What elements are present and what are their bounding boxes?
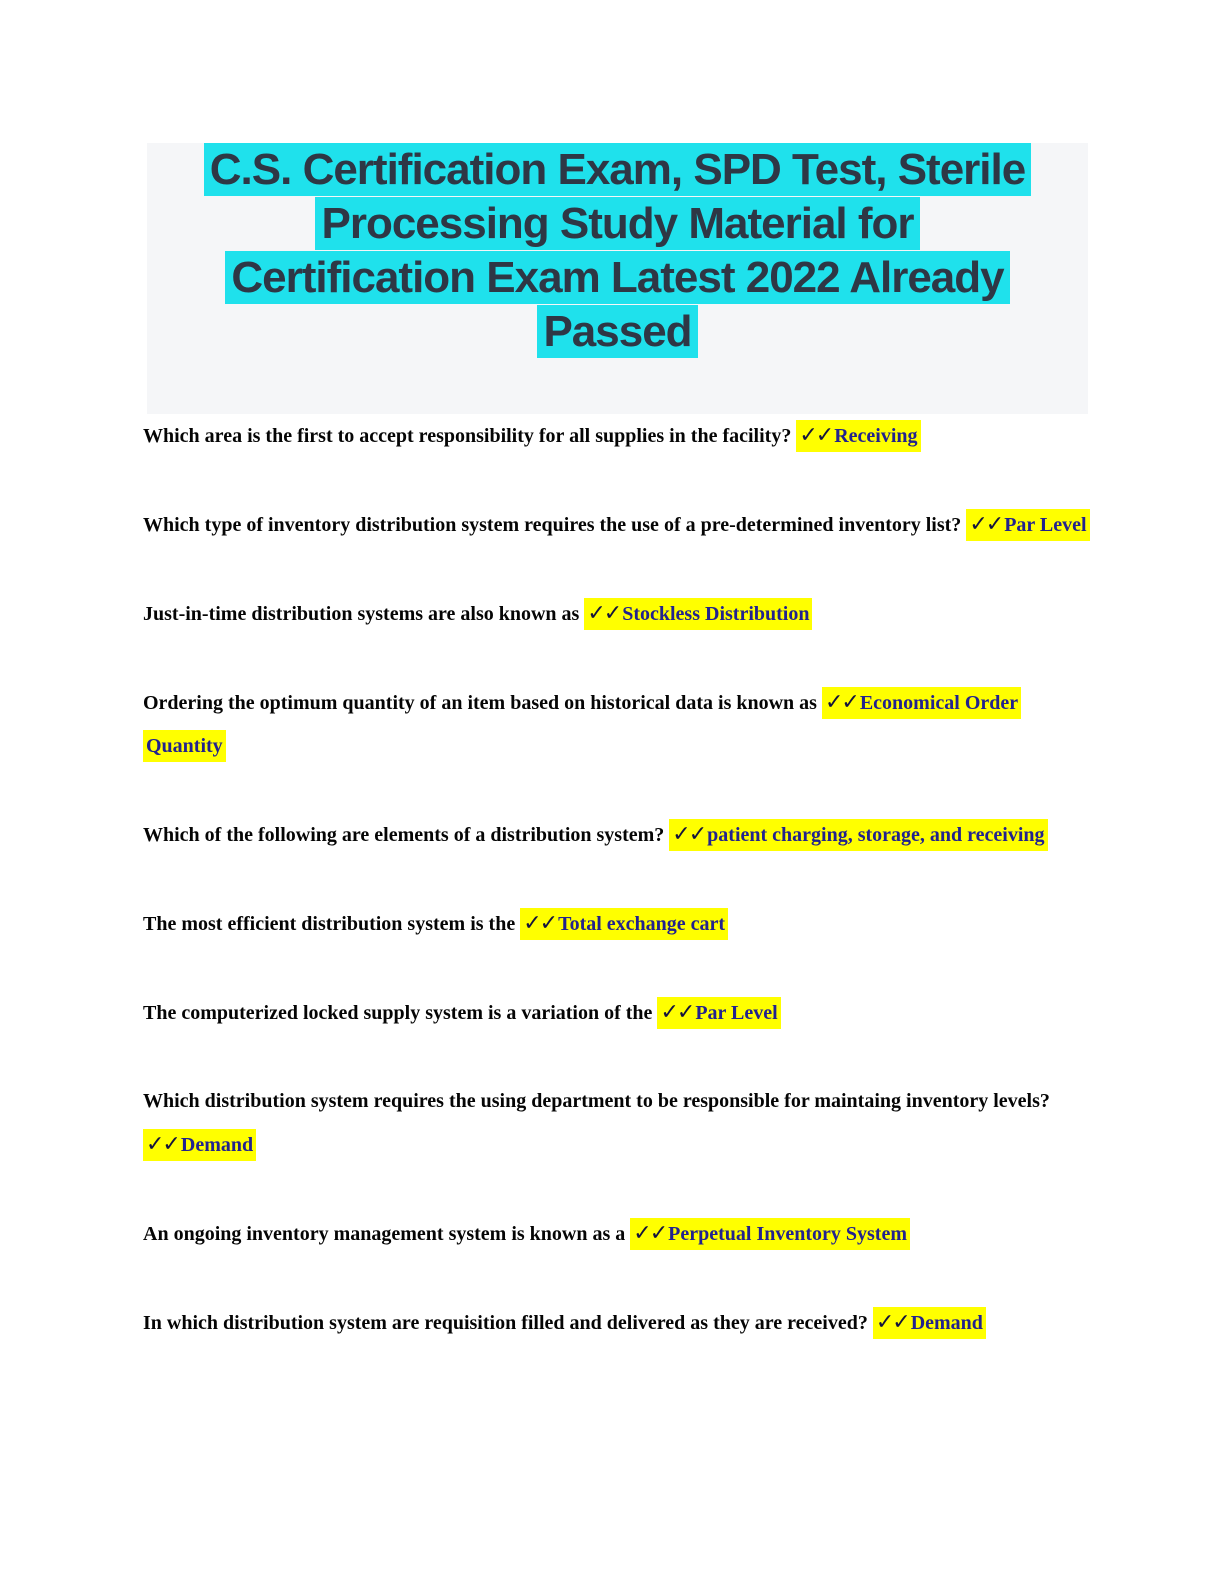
answer-highlight: ✓✓Demand xyxy=(143,1129,257,1161)
title-highlight: C.S. Certification Exam, SPD Test, Steri… xyxy=(203,143,1032,196)
question-text: Ordering the optimum quantity of an item… xyxy=(143,692,822,714)
question-text: The most efficient distribution system i… xyxy=(143,913,521,935)
answer-text: Total exchange cart xyxy=(558,913,726,935)
answer-text: Par Level xyxy=(695,1002,778,1024)
qa-item: Just-in-time distribution systems are al… xyxy=(143,592,1093,636)
question-text: Which type of inventory distribution sys… xyxy=(143,514,967,536)
qa-item: Which area is the first to accept respon… xyxy=(143,414,1093,458)
double-checkmark-icon: ✓✓ xyxy=(146,1132,181,1157)
answer-highlight: ✓✓Par Level xyxy=(657,997,781,1029)
answer-highlight: ✓✓Perpetual Inventory System xyxy=(630,1218,910,1250)
title-highlight: Certification Exam Latest 2022 Already xyxy=(225,251,1010,304)
question-text: An ongoing inventory management system i… xyxy=(143,1223,631,1245)
document-title-line-2: Processing Study Material for xyxy=(147,197,1088,251)
qa-item: In which distribution system are requisi… xyxy=(143,1301,1093,1345)
document-title-line-1: C.S. Certification Exam, SPD Test, Steri… xyxy=(147,143,1088,197)
double-checkmark-icon: ✓✓ xyxy=(633,1221,668,1246)
title-block: C.S. Certification Exam, SPD Test, Steri… xyxy=(147,143,1088,414)
title-highlight: Passed xyxy=(537,305,698,358)
double-checkmark-icon: ✓✓ xyxy=(587,601,622,626)
answer-text: Receiving xyxy=(834,425,918,447)
qa-item: Which distribution system requires the u… xyxy=(143,1080,1093,1167)
answer-highlight: ✓✓Receiving xyxy=(796,420,921,452)
answer-highlight: ✓✓Par Level xyxy=(966,509,1090,541)
answer-text: Perpetual Inventory System xyxy=(668,1223,907,1245)
double-checkmark-icon: ✓✓ xyxy=(969,512,1004,537)
answer-text: Par Level xyxy=(1004,514,1087,536)
qa-item: An ongoing inventory management system i… xyxy=(143,1212,1093,1256)
answer-highlight: ✓✓Stockless Distribution xyxy=(584,598,813,630)
answer-text: patient charging, storage, and receiving xyxy=(707,824,1045,846)
question-text: The computerized locked supply system is… xyxy=(143,1002,658,1024)
qa-item: Which type of inventory distribution sys… xyxy=(143,503,1093,547)
answer-highlight: ✓✓Total exchange cart xyxy=(520,908,729,940)
document-title-line-4: Passed xyxy=(147,305,1088,359)
document-title-line-3: Certification Exam Latest 2022 Already xyxy=(147,251,1088,305)
double-checkmark-icon: ✓✓ xyxy=(799,423,834,448)
answer-text: Stockless Distribution xyxy=(622,603,810,625)
double-checkmark-icon: ✓✓ xyxy=(824,690,860,715)
answer-highlight: ✓✓patient charging, storage, and receivi… xyxy=(669,819,1048,851)
double-checkmark-icon: ✓✓ xyxy=(523,911,558,936)
qa-item: Which of the following are elements of a… xyxy=(143,813,1093,857)
answer-highlight: ✓✓Demand xyxy=(872,1307,986,1339)
question-text: Just-in-time distribution systems are al… xyxy=(143,603,585,625)
qa-list: Which area is the first to accept respon… xyxy=(143,414,1093,1390)
title-highlight: Processing Study Material for xyxy=(315,197,920,250)
question-text: Which area is the first to accept respon… xyxy=(143,425,797,447)
double-checkmark-icon: ✓✓ xyxy=(660,1000,695,1025)
qa-item: The most efficient distribution system i… xyxy=(143,902,1093,946)
answer-text: Economical Order Quantity xyxy=(146,692,1018,757)
question-text: Which of the following are elements of a… xyxy=(143,824,670,846)
answer-text: Demand xyxy=(180,1134,254,1156)
question-text: In which distribution system are requisi… xyxy=(143,1312,873,1334)
question-text: Which distribution system requires the u… xyxy=(143,1090,1050,1112)
qa-item: Ordering the optimum quantity of an item… xyxy=(143,681,1093,768)
qa-item: The computerized locked supply system is… xyxy=(143,991,1093,1035)
answer-text: Demand xyxy=(910,1312,983,1334)
double-checkmark-icon: ✓✓ xyxy=(875,1310,911,1335)
double-checkmark-icon: ✓✓ xyxy=(672,822,707,847)
